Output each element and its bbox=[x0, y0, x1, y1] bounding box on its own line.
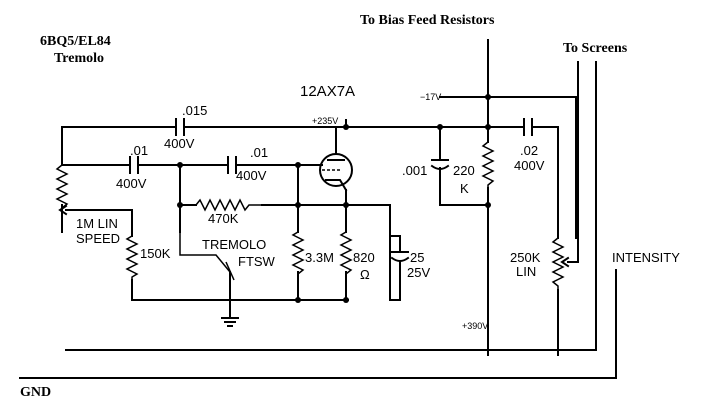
label-c001: .001 bbox=[402, 163, 427, 178]
tremolo-footswitch bbox=[179, 232, 235, 281]
capacitor-01a bbox=[129, 156, 139, 174]
label-r150k: 150K bbox=[140, 246, 171, 261]
tube-12ax7a bbox=[319, 126, 353, 192]
label-c25-rating: 25V bbox=[407, 265, 430, 280]
label-voltage-plate: +235V bbox=[312, 116, 338, 126]
capacitor-01b bbox=[227, 156, 237, 174]
resistor-3-3m bbox=[291, 231, 305, 276]
capacitor-02 bbox=[523, 118, 533, 136]
label-pot250k-value: 250K bbox=[510, 250, 541, 265]
label-c015-value: .015 bbox=[182, 103, 207, 118]
label-r820-value: 820 bbox=[353, 250, 375, 265]
capacitor-001 bbox=[430, 159, 450, 183]
resistor-220k bbox=[481, 141, 495, 188]
capacitor-015 bbox=[175, 118, 185, 136]
label-tremolo: TREMOLO bbox=[202, 237, 266, 252]
label-ftsw: FTSW bbox=[238, 254, 276, 269]
title-tremolo: Tremolo bbox=[54, 51, 104, 66]
label-voltage-neg: −17V bbox=[420, 92, 441, 102]
potentiometer-speed bbox=[55, 164, 73, 216]
label-voltage-supply: +390V bbox=[462, 321, 488, 331]
label-c25-value: 25 bbox=[410, 250, 424, 265]
label-pot250k-name: LIN bbox=[516, 264, 536, 279]
label-c015-rating: 400V bbox=[164, 136, 195, 151]
label-r820-unit: Ω bbox=[360, 267, 370, 282]
label-to-screens: To Screens bbox=[563, 41, 628, 56]
label-gnd: GND bbox=[20, 385, 51, 400]
label-r470k: 470K bbox=[208, 211, 239, 226]
label-c01a-rating: 400V bbox=[116, 176, 147, 191]
label-r220-value: 220 bbox=[453, 163, 475, 178]
resistor-820 bbox=[339, 231, 353, 276]
label-c01b-rating: 400V bbox=[236, 168, 267, 183]
label-tube-type: 12AX7A bbox=[300, 83, 355, 100]
label-c01b-value: .01 bbox=[250, 145, 268, 160]
potentiometer-intensity bbox=[551, 237, 570, 290]
label-to-bias-feed: To Bias Feed Resistors bbox=[360, 13, 495, 28]
label-c02-rating: 400V bbox=[514, 158, 545, 173]
label-intensity: INTENSITY bbox=[612, 250, 680, 265]
resistor-150k bbox=[125, 235, 139, 280]
label-pot-speed-value: 1M LIN bbox=[76, 216, 118, 231]
label-c02-value: .02 bbox=[520, 143, 538, 158]
label-c01a-value: .01 bbox=[130, 143, 148, 158]
title-tube: 6BQ5/EL84 bbox=[40, 34, 111, 49]
label-r33m: 3.3M bbox=[305, 250, 334, 265]
label-pot-speed-name: SPEED bbox=[76, 231, 120, 246]
capacitor-25uf bbox=[390, 251, 410, 262]
label-r220-unit: K bbox=[460, 181, 469, 196]
resistor-470k bbox=[195, 198, 262, 212]
junctions bbox=[177, 94, 491, 303]
